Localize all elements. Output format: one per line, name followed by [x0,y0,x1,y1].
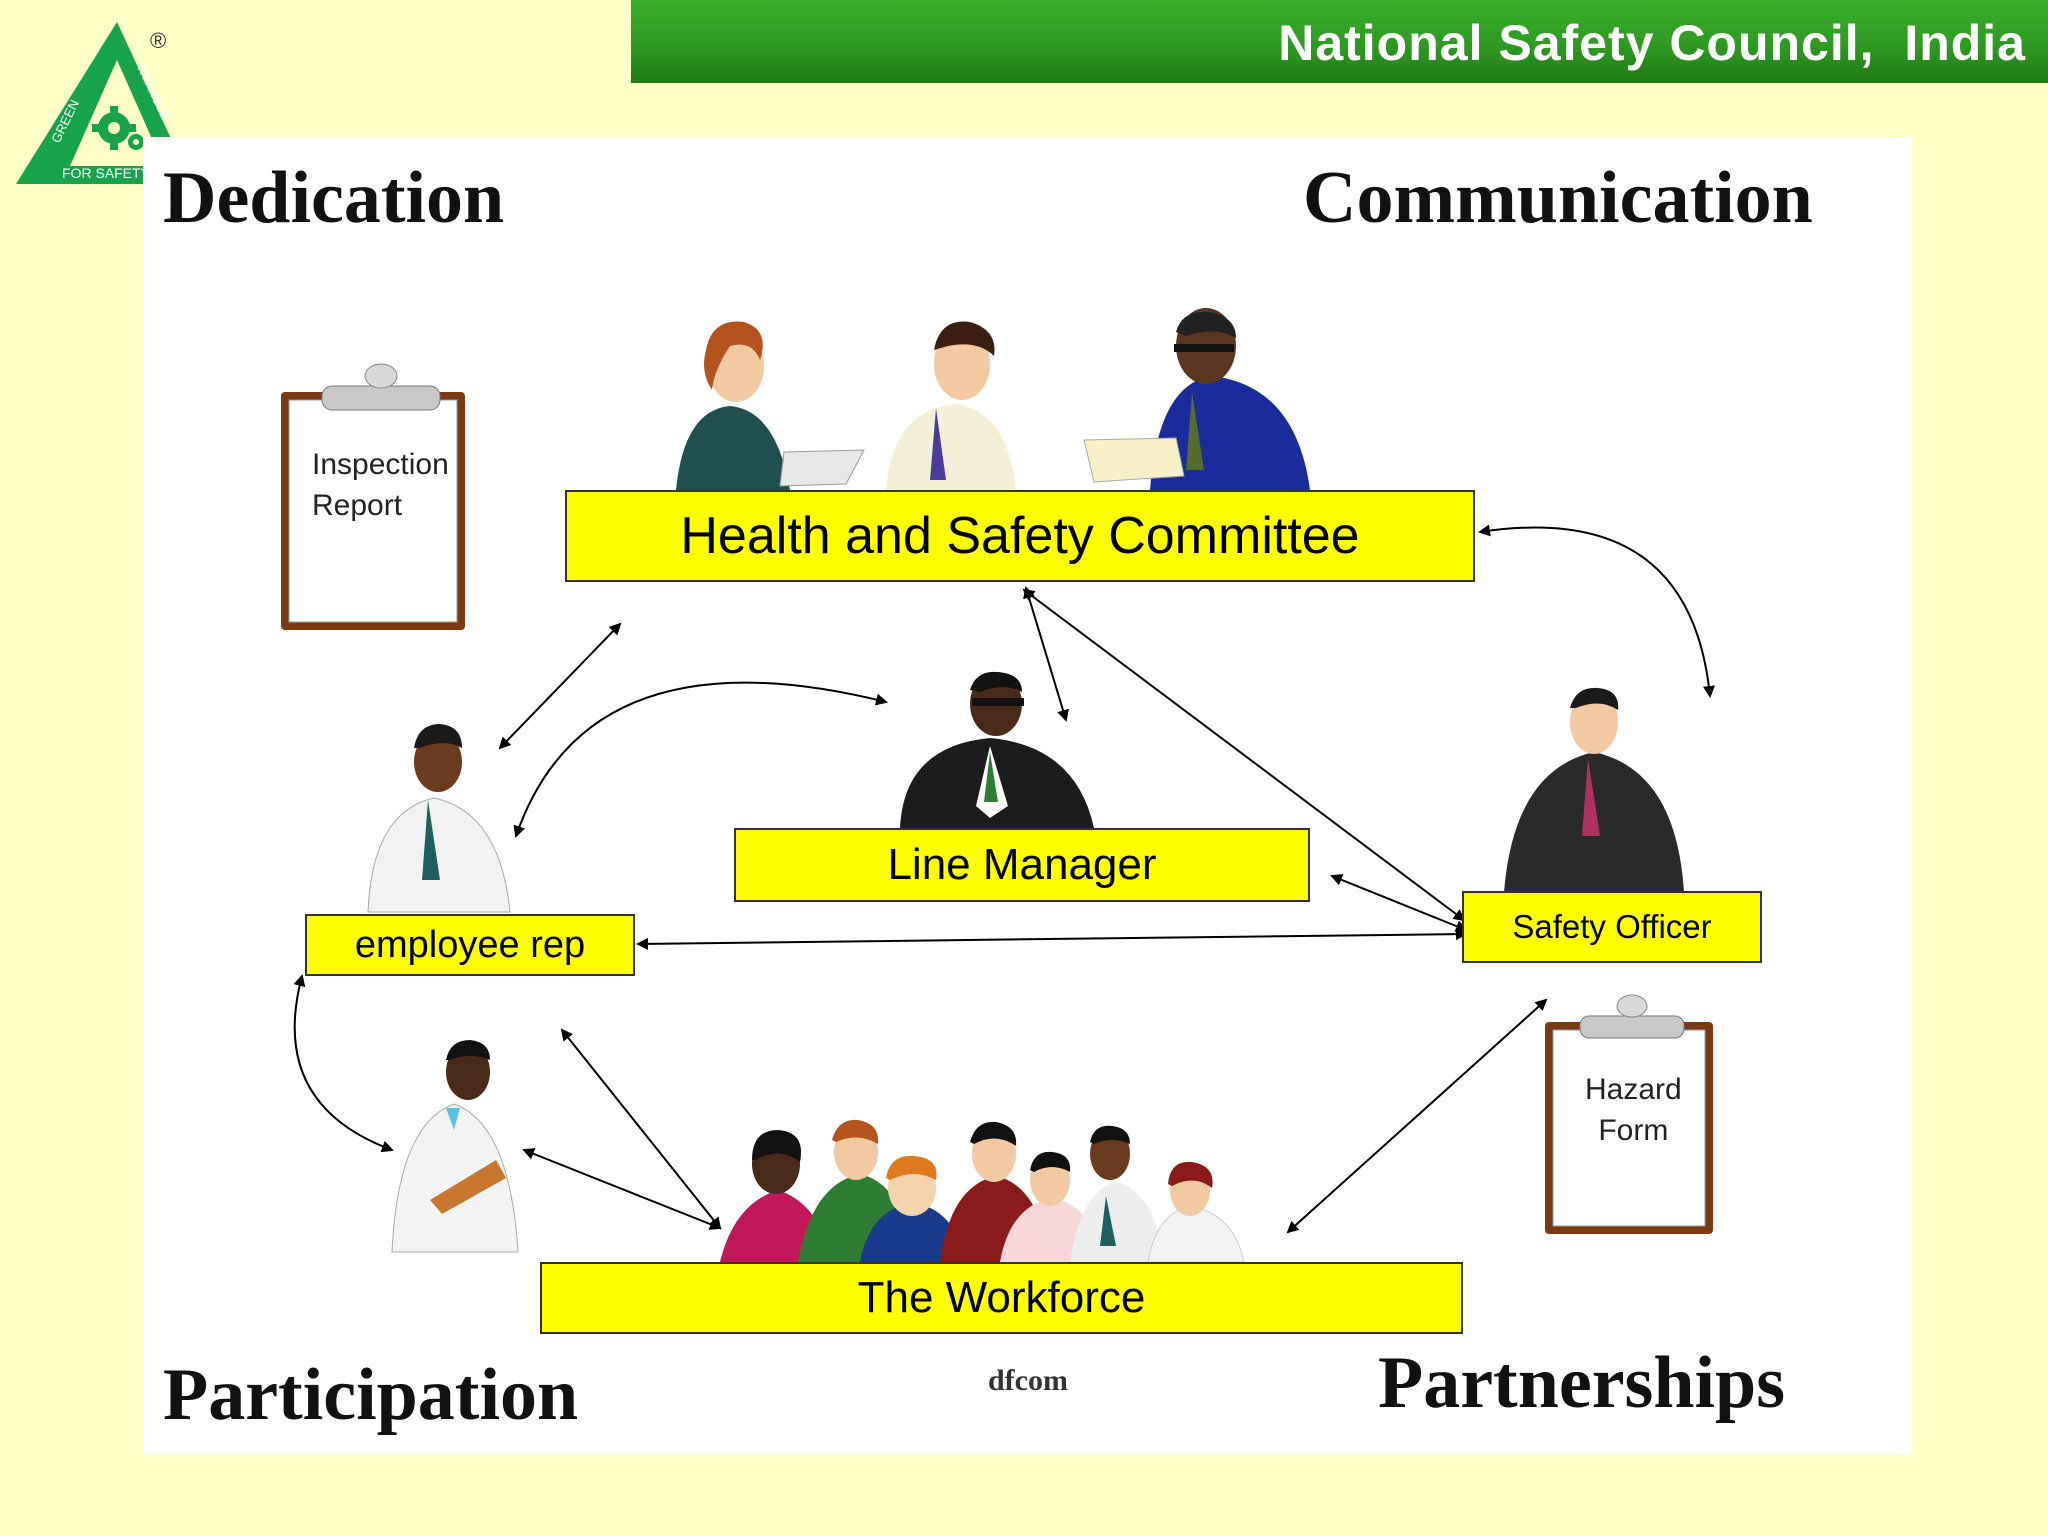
inspection-report-clipboard [281,363,465,630]
employee-rep-illustration [367,724,511,913]
box-health-safety-committee: Health and Safety Committee [565,490,1475,582]
arrow-employee-rep-line-manager-curve [513,681,888,838]
arrow-employee-rep-safety-officer [636,928,1468,950]
box-the-workforce: The Workforce [540,1262,1463,1334]
header-banner: National Safety Council, India [631,0,2048,83]
arrow-committee-safety-curve [1478,524,1715,698]
registered-mark: ® [150,28,166,53]
doctor-illustration [391,1040,519,1253]
line-manager-illustration [900,671,1094,828]
box-safety-officer: Safety Officer [1462,891,1762,963]
arrow-doctor-workforce [522,1148,722,1230]
gear-icon [92,106,144,150]
arrow-employee-rep-doctor-curve [293,974,394,1153]
corner-partnerships: Partnerships [1378,1342,1785,1424]
arrow-employee-rep-workforce [560,1028,722,1230]
credit-text: dfcom [988,1364,1068,1397]
workforce-illustration [720,1119,1245,1263]
corner-dedication: Dedication [163,157,505,239]
header-title: National Safety Council, India [1278,15,2026,71]
arrow-committee-employee-rep [498,622,622,750]
hazard-form-clipboard [1545,994,1713,1234]
arrow-safety-officer-workforce [1286,998,1548,1234]
relationship-arrows [293,524,1715,1234]
box-line-manager: Line Manager [734,828,1310,902]
arrow-committee-safety-officer [1022,588,1466,922]
box-employee-rep: employee rep [305,914,635,976]
logo-bottom-text: FOR SAFETY [62,165,151,181]
arrow-committee-line-manager [1023,586,1069,722]
arrow-line-manager-safety-officer [1330,874,1468,932]
safety-officer-illustration [1504,687,1684,892]
corner-participation: Participation [163,1354,579,1436]
corner-communication: Communication [1303,157,1813,239]
committee-people-illustration [676,308,1310,490]
